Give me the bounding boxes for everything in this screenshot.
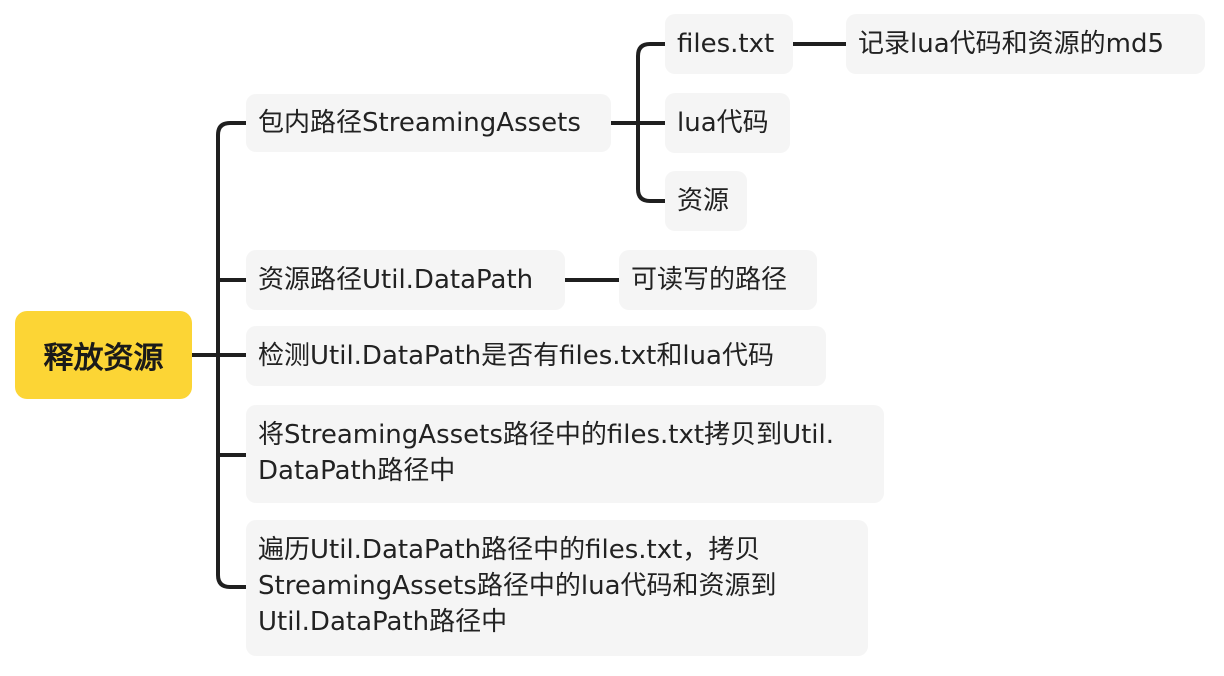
node-label-line: 遍历Util.DataPath路径中的files.txt，拷贝 xyxy=(258,535,761,565)
root-node[interactable]: 释放资源 xyxy=(15,311,192,399)
node-label-line: DataPath路径中 xyxy=(258,456,456,486)
node-resources[interactable]: 资源 xyxy=(665,171,747,231)
node-label: lua代码 xyxy=(677,108,769,138)
node-label: files.txt xyxy=(677,29,775,59)
node-lua-code[interactable]: lua代码 xyxy=(665,93,790,153)
node-copy-files-txt[interactable]: 将StreamingAssets路径中的files.txt拷贝到Util. Da… xyxy=(246,405,884,503)
node-streaming-assets[interactable]: 包内路径StreamingAssets xyxy=(246,94,611,152)
node-label: 检测Util.DataPath是否有files.txt和lua代码 xyxy=(258,341,774,371)
node-check-datapath[interactable]: 检测Util.DataPath是否有files.txt和lua代码 xyxy=(246,326,826,386)
node-label-line: 将StreamingAssets路径中的files.txt拷贝到Util. xyxy=(258,420,835,450)
node-readable-writable[interactable]: 可读写的路径 xyxy=(619,250,817,310)
node-files-txt[interactable]: files.txt xyxy=(665,14,793,74)
node-resource-path[interactable]: 资源路径Util.DataPath xyxy=(246,250,565,310)
node-label: 资源 xyxy=(677,186,730,216)
node-label: 可读写的路径 xyxy=(631,265,788,295)
node-label: 记录lua代码和资源的md5 xyxy=(858,29,1165,59)
node-label-line: StreamingAssets路径中的lua代码和资源到 xyxy=(258,571,777,601)
node-label-line: Util.DataPath路径中 xyxy=(258,607,508,637)
node-iterate-copy[interactable]: 遍历Util.DataPath路径中的files.txt，拷贝 Streamin… xyxy=(246,520,868,656)
root-label: 释放资源 xyxy=(43,341,164,376)
node-label: 包内路径StreamingAssets xyxy=(258,108,581,138)
node-md5-record[interactable]: 记录lua代码和资源的md5 xyxy=(846,14,1205,74)
node-label: 资源路径Util.DataPath xyxy=(258,265,534,295)
